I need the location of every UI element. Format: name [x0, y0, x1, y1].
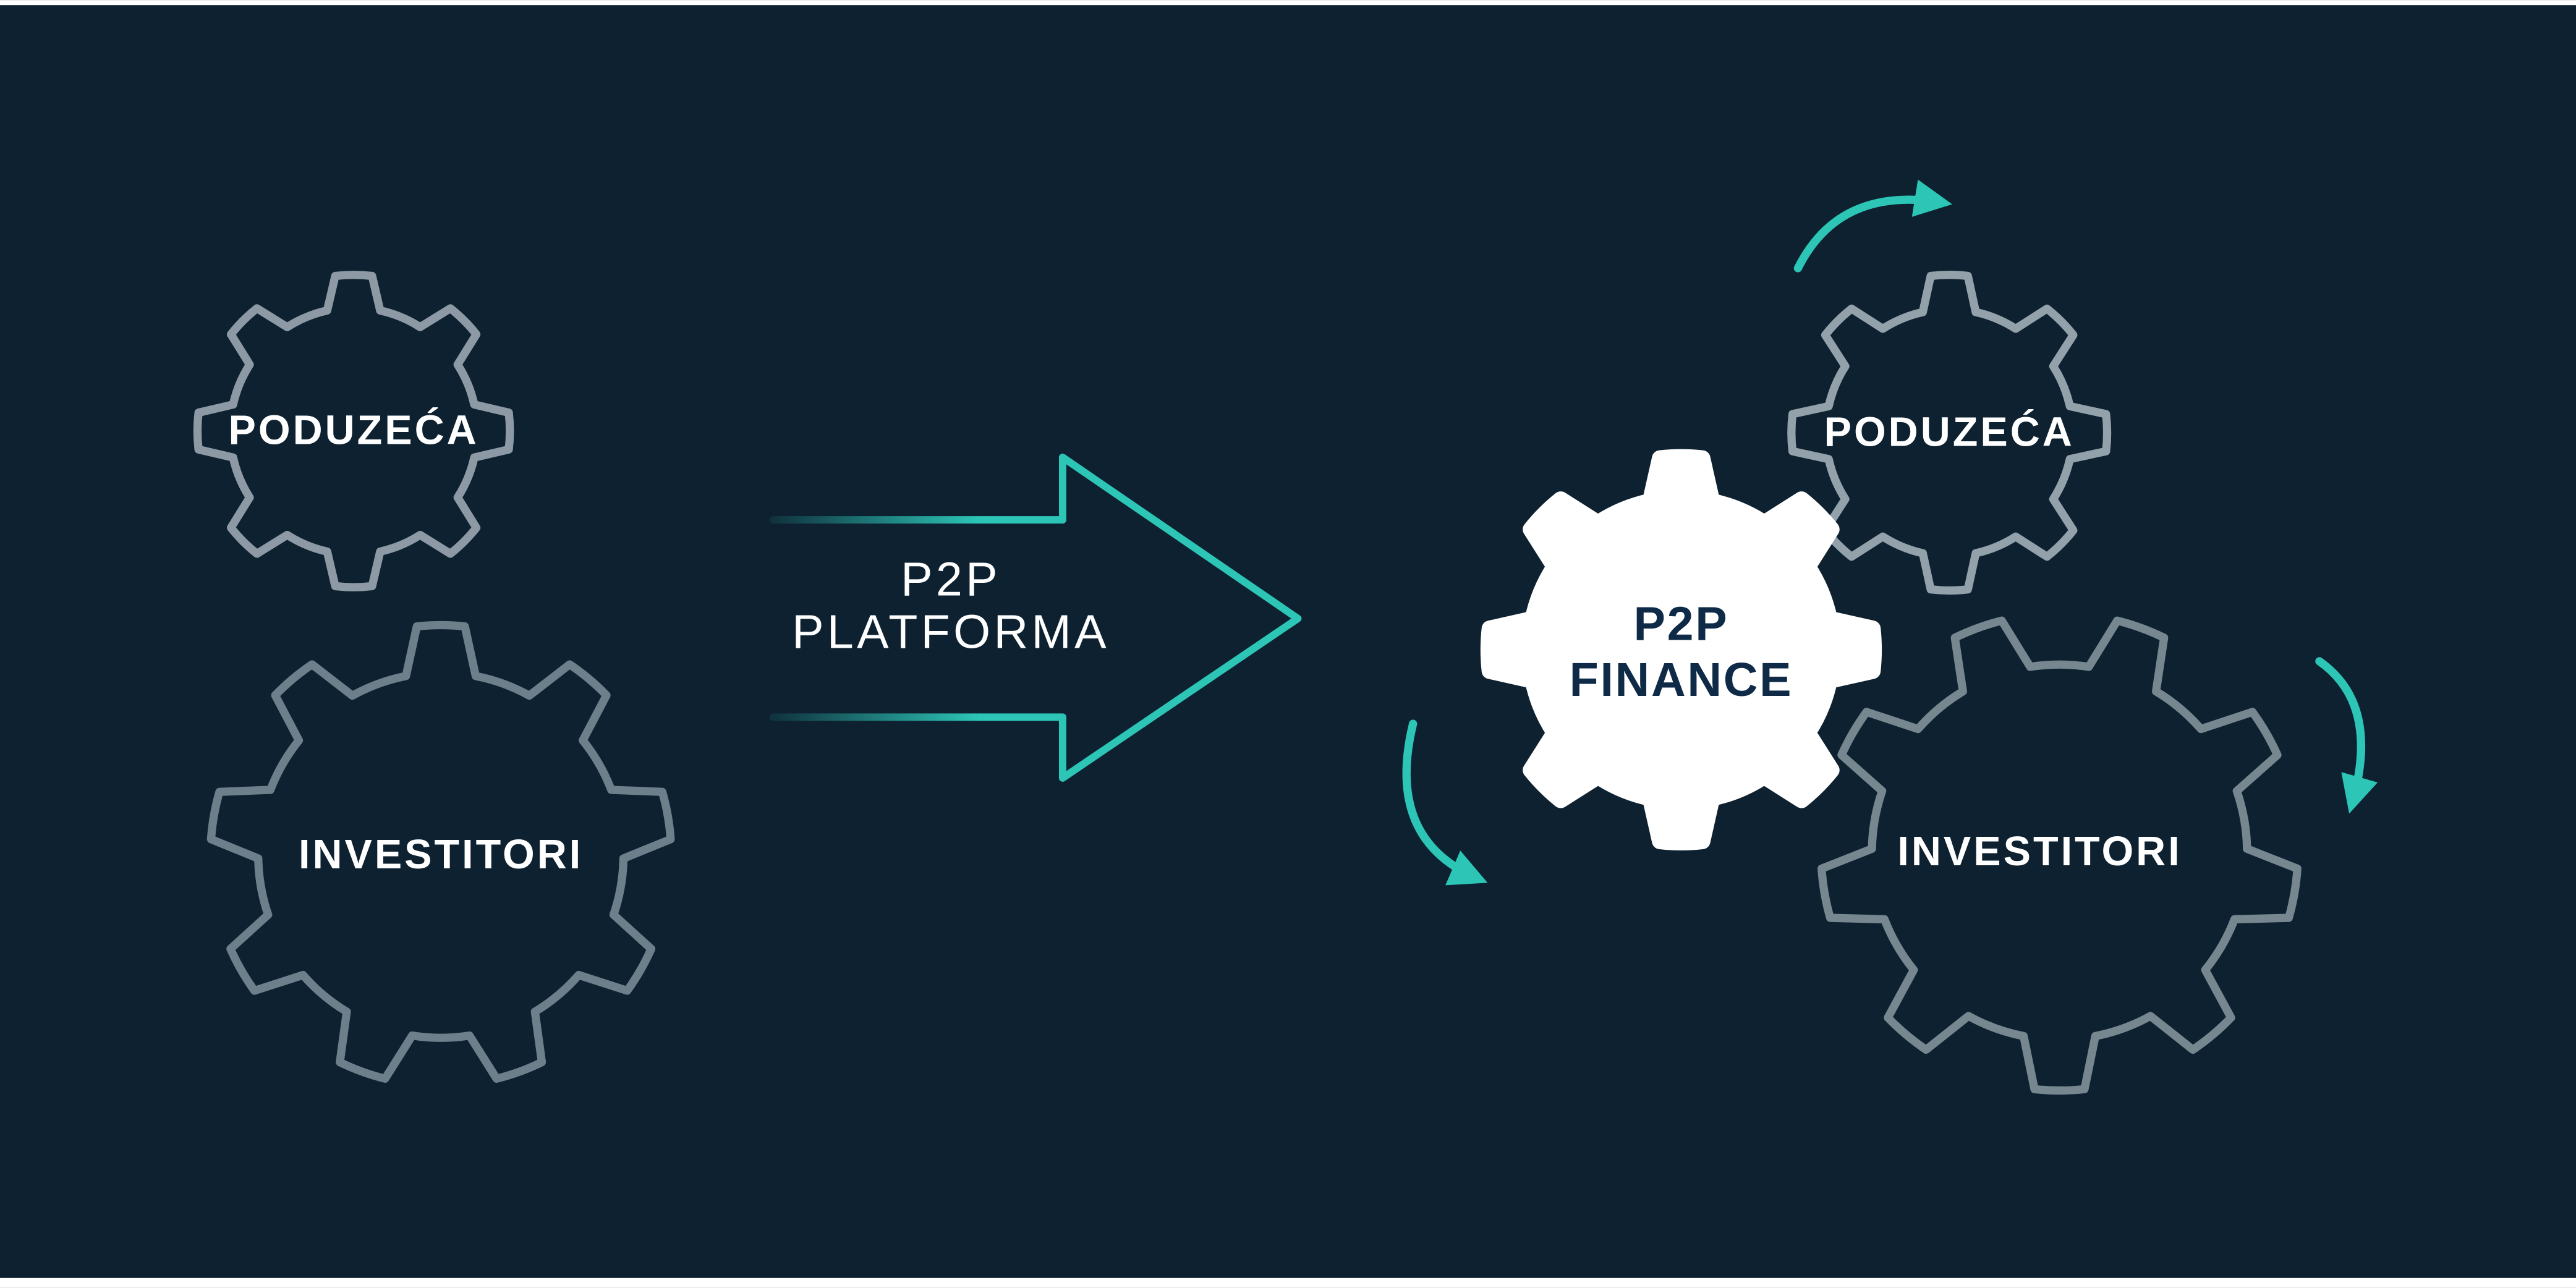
investitori-left-gear-icon [206, 621, 675, 1083]
rotate-arrow-left-icon [1402, 719, 1488, 886]
poduzeca-left-label: PODUZEĆA [229, 407, 479, 454]
hub-label-line2: FINANCE [1570, 653, 1793, 706]
p2p-finance-hub-gear-icon [1480, 449, 1882, 850]
poduzeca-left-gear-icon [193, 271, 514, 591]
left-cluster: PODUZEĆA INVESTITORI [193, 271, 675, 1083]
transform-arrow-icon [769, 453, 1302, 782]
poduzeca-right-gear-icon [1787, 271, 2112, 595]
arrow-label-line2: PLATFORMA [792, 606, 1110, 659]
rotate-arrow-top-icon [1793, 179, 1953, 273]
poduzeca-right-label: PODUZEĆA [1824, 409, 2075, 455]
top-edge-strip [0, 0, 2576, 6]
bottom-edge-strip [0, 1277, 2576, 1288]
arrow-label-line1: P2P [901, 553, 1001, 606]
rotate-arrow-right-icon [2315, 657, 2378, 814]
right-cluster: P2P FINANCE PODUZEĆA INVESTITORI [1402, 179, 2378, 1095]
investitori-right-gear-icon [1817, 616, 2302, 1095]
investitori-left-label: INVESTITORI [299, 832, 583, 878]
center-arrow-group: P2P PLATFORMA [769, 453, 1302, 782]
hub-label-line1: P2P [1634, 597, 1729, 650]
investitori-right-label: INVESTITORI [1897, 829, 2182, 875]
